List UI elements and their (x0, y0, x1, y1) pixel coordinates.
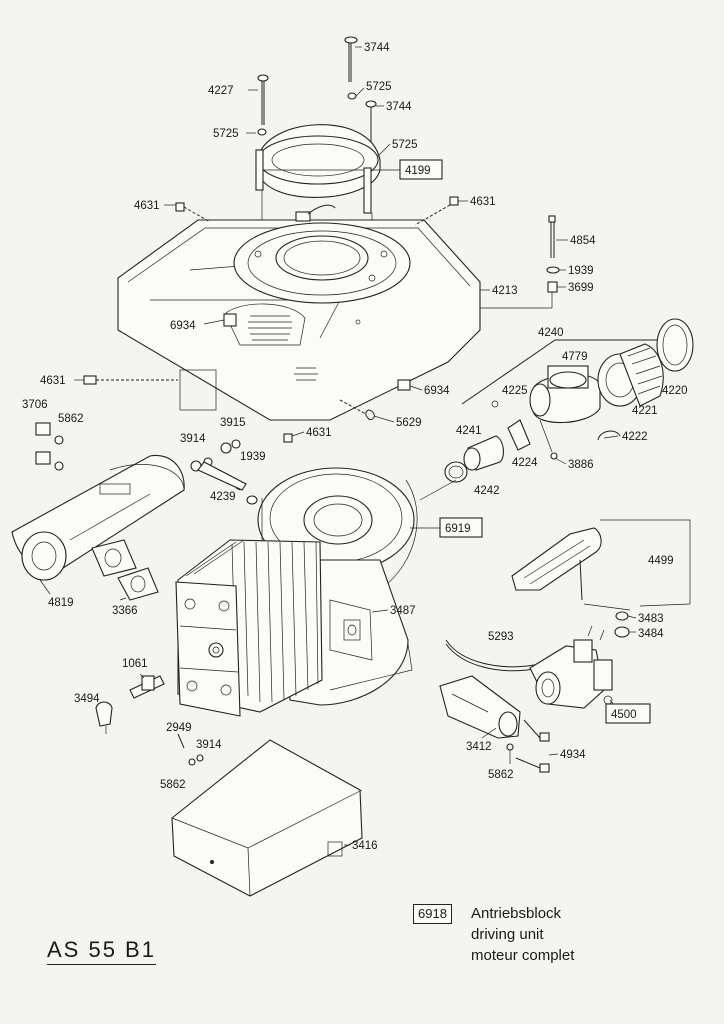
part-label-6919: 6919 (445, 523, 471, 535)
part-label-3366: 3366 (112, 605, 138, 617)
part-label-5293: 5293 (488, 631, 514, 643)
part-label-3483: 3483 (638, 613, 664, 625)
part-label-3744: 3744 (364, 42, 390, 54)
part-label-2949: 2949 (166, 722, 192, 734)
fan-housing-4213 (117, 204, 481, 421)
part-label-3914: 3914 (196, 739, 222, 751)
part-label-4500: 4500 (611, 709, 637, 721)
throttle-cable-5293 (445, 639, 541, 672)
cylinder-head (175, 581, 241, 717)
intake-ring-4242 (444, 461, 468, 483)
part-label-3484: 3484 (638, 628, 664, 640)
throttle-bracket-4499 (511, 527, 602, 601)
filter-ring-4220 (656, 318, 694, 372)
bolt-4227 (257, 74, 269, 136)
part-label-3706: 3706 (22, 399, 48, 411)
legend-line-en: driving unit (471, 926, 544, 943)
intake-manifold-3412 (439, 675, 521, 739)
part-label-4934: 4934 (560, 749, 586, 761)
part-label-4220: 4220 (662, 385, 688, 397)
screw-4631-left (175, 202, 211, 223)
filter-bracket-4224 (491, 400, 558, 460)
part-label-3494: 3494 (74, 693, 100, 705)
legend-line-fr: moteur complet (471, 947, 575, 964)
part-label-5862: 5862 (58, 413, 84, 425)
part-label-4631: 4631 (470, 196, 496, 208)
part-label-1939: 1939 (568, 265, 594, 277)
legend-code: 6918 (413, 904, 452, 924)
leader-lines (39, 46, 691, 846)
part-label-4242: 4242 (474, 485, 500, 497)
spark-plug-1061 (129, 675, 165, 699)
part-label-4213: 4213 (492, 285, 518, 297)
bottom-cover-3416 (171, 739, 363, 897)
plug-cap-3494 (95, 701, 113, 734)
washers-3483-3484 (614, 611, 630, 638)
part-label-4239: 4239 (210, 491, 236, 503)
washers-3914-3915 (190, 433, 293, 505)
part-label-4225: 4225 (502, 385, 528, 397)
part-label-4854: 4854 (570, 235, 596, 247)
part-label-4819: 4819 (48, 597, 74, 609)
part-label-4240: 4240 (538, 327, 564, 339)
part-label-3744: 3744 (386, 101, 412, 113)
carburetor-4500 (529, 625, 613, 709)
part-label-4499: 4499 (648, 555, 674, 567)
clip-6934 (397, 379, 411, 391)
part-labels: 3744 5725 4227 3744 5725 5725 4199 4631 … (22, 42, 688, 852)
bolt-4854 (480, 215, 560, 309)
part-label-4221: 4221 (632, 405, 658, 417)
part-label-3487: 3487 (390, 605, 416, 617)
hose-clip-4222 (597, 430, 621, 441)
legend-line-de: Antriebsblock (471, 905, 562, 922)
cooling-grille (248, 315, 292, 341)
part-label-3886: 3886 (568, 459, 594, 471)
boxed-label-frame (605, 703, 651, 724)
muffler-4819 (11, 454, 185, 581)
filter-element-4221 (597, 343, 664, 407)
small-screw-2949 (177, 733, 204, 766)
air-filter-housing-4240 (461, 339, 664, 424)
part-label-4631: 4631 (306, 427, 332, 439)
part-label-1939: 1939 (240, 451, 266, 463)
gasket-3366 (91, 539, 159, 601)
part-label-6934: 6934 (170, 320, 196, 332)
part-label-4631: 4631 (40, 375, 66, 387)
boxed-label-frame (399, 159, 443, 180)
part-label-5862: 5862 (488, 769, 514, 781)
screw-4631-right (414, 196, 459, 226)
part-label-6934: 6934 (424, 385, 450, 397)
part-label-4199: 4199 (405, 165, 431, 177)
part-label-5862: 5862 (160, 779, 186, 791)
vent-slots (294, 367, 318, 381)
part-label-4224: 4224 (512, 457, 538, 469)
part-label-3914: 3914 (180, 433, 206, 445)
part-label-3412: 3412 (466, 741, 492, 753)
part-label-3416: 3416 (352, 840, 378, 852)
part-label-4779: 4779 (562, 351, 588, 363)
intake-elbow-4241 (463, 435, 505, 471)
spring-5629 (339, 399, 375, 421)
part-label-4241: 4241 (456, 425, 482, 437)
boxed-label-frame (439, 517, 483, 538)
part-label-5629: 5629 (396, 417, 422, 429)
part-label-4631: 4631 (134, 200, 160, 212)
part-label-5725: 5725 (392, 139, 418, 151)
screw-4631-mid-left (83, 375, 178, 385)
part-label-5725: 5725 (366, 81, 392, 93)
air-cover-4199 (255, 124, 381, 245)
part-label-3699: 3699 (568, 282, 594, 294)
part-label-5725: 5725 (213, 128, 239, 140)
part-label-4222: 4222 (622, 431, 648, 443)
part-label-1061: 1061 (122, 658, 148, 670)
part-label-4227: 4227 (208, 85, 234, 97)
screws-4934 (506, 719, 550, 773)
part-label-3915: 3915 (220, 417, 246, 429)
model-code: AS 55 B1 (47, 937, 156, 965)
plug-3706 (35, 422, 64, 471)
